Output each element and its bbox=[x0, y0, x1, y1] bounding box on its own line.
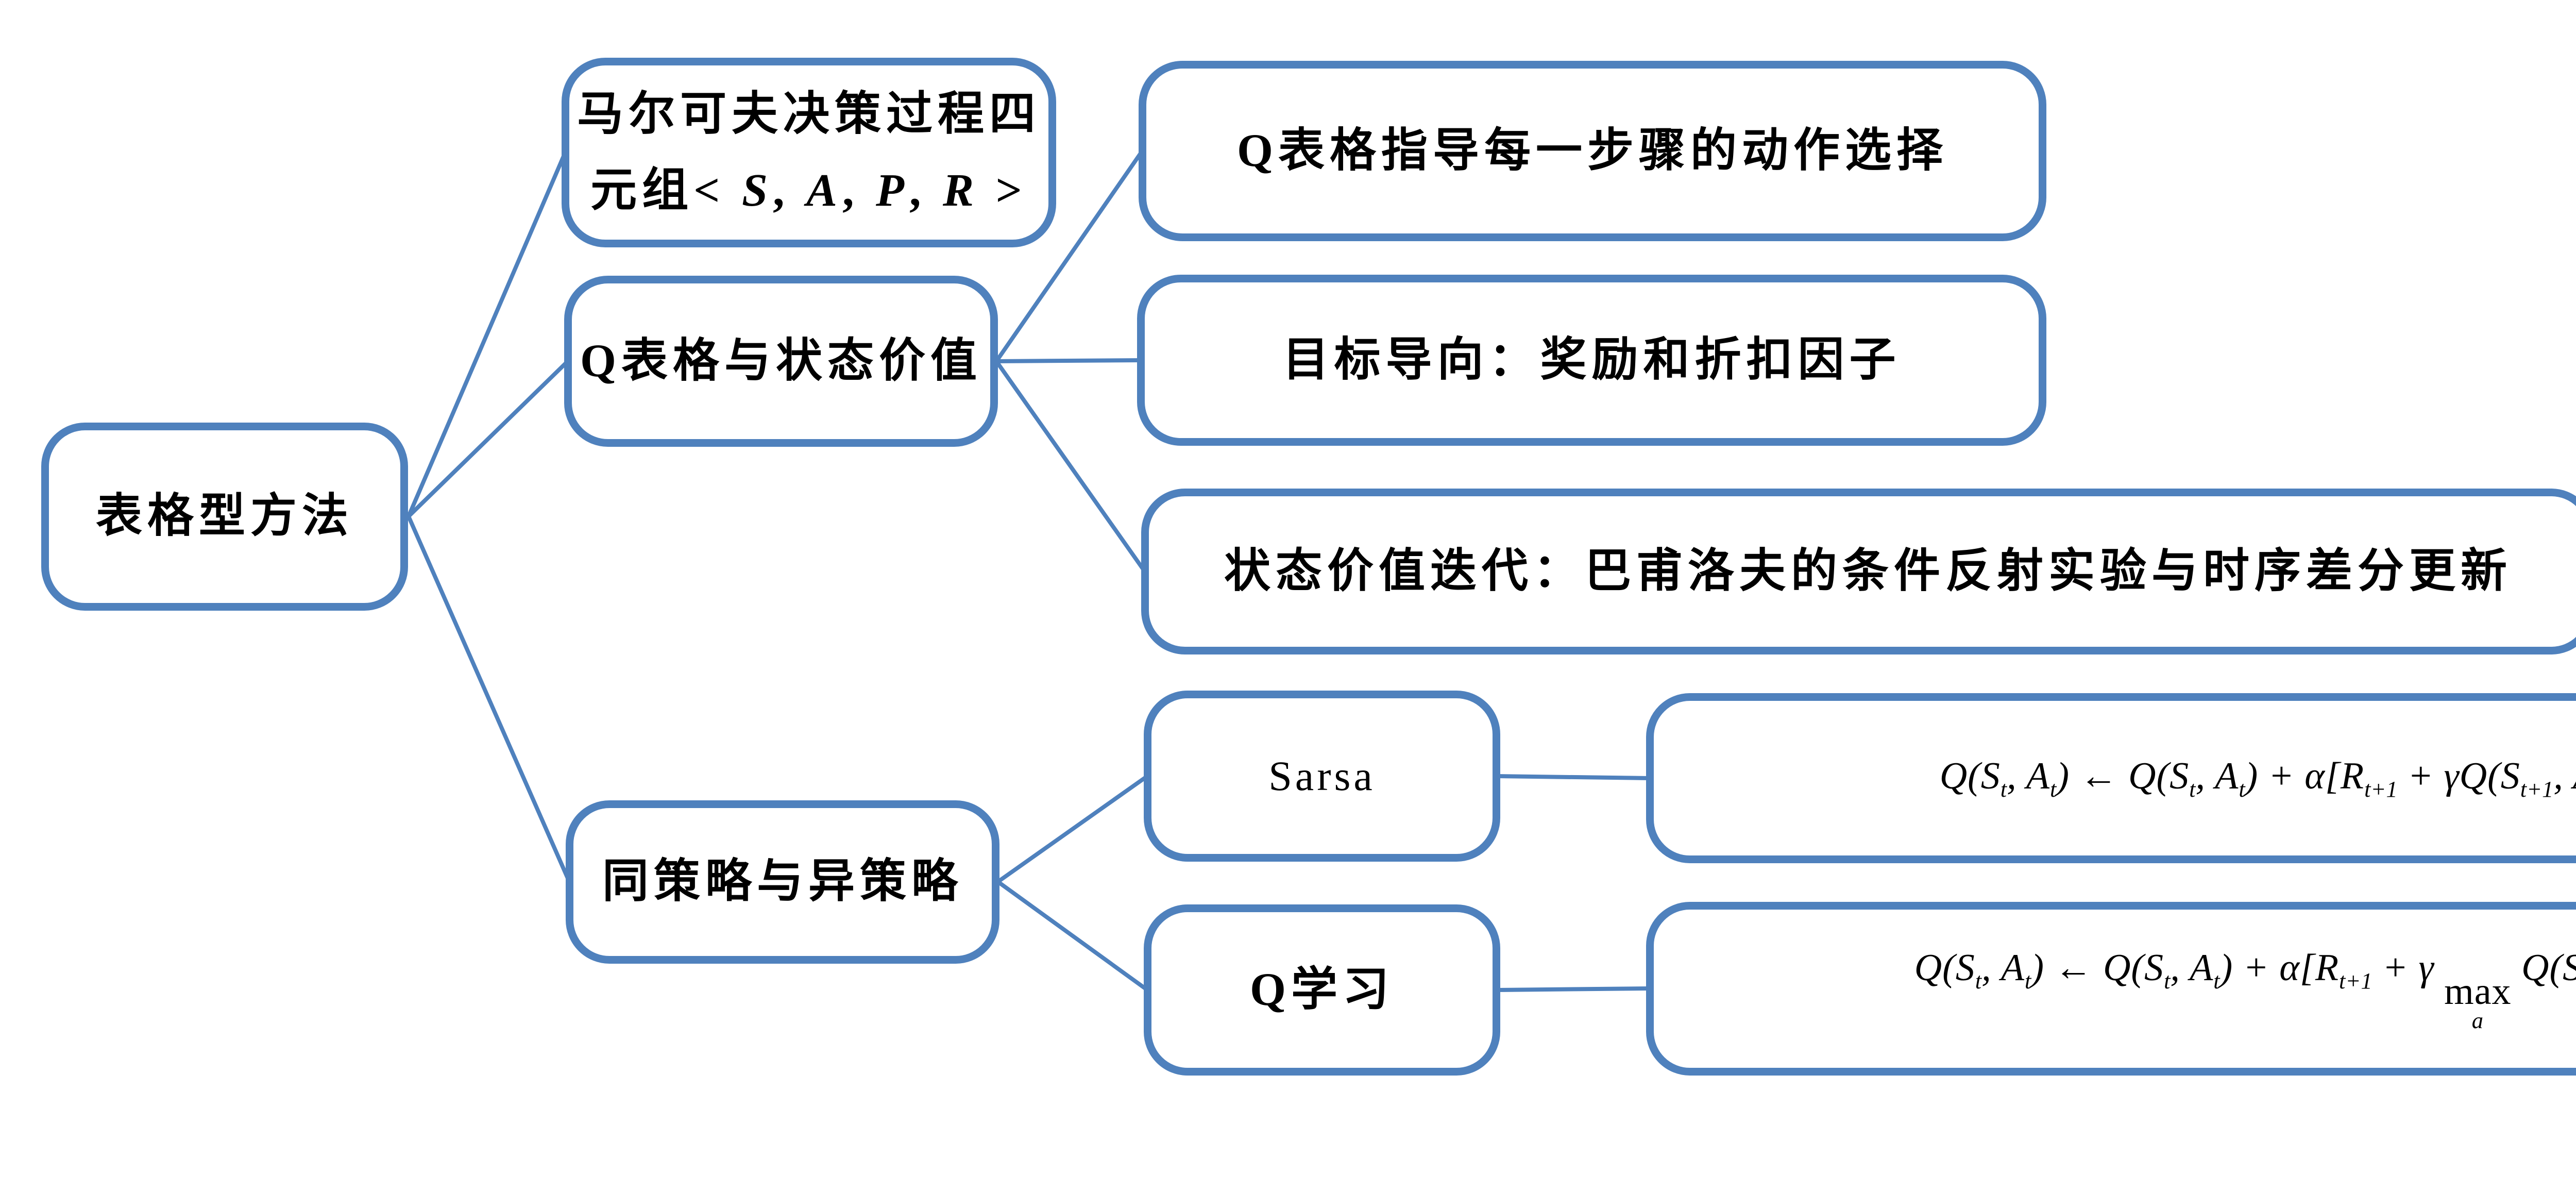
node-sarsa-label: Sarsa bbox=[1268, 752, 1376, 799]
node-q-table-state-value-label: Q表格与状态价值 bbox=[580, 335, 982, 387]
leaf-sarsa-update-formula: Q(St, At) ← Q(St, At) + α[Rt+1 + γQ(St+1… bbox=[1646, 693, 2576, 863]
connector-policy-sarsa bbox=[996, 774, 1149, 884]
leaf-q-table-guides-action-selection: Q表格指导每一步骤的动作选择 bbox=[1139, 61, 2046, 241]
connector-qtable-valueiter bbox=[994, 359, 1147, 574]
node-mdp-tuple-line1: 马尔可夫决策过程四 bbox=[577, 88, 1041, 140]
connector-qtable-qguide bbox=[994, 149, 1144, 363]
sarsa-formula-text: Q(St, At) ← Q(St, At) + α[Rt+1 + γQ(St+1… bbox=[1939, 754, 2576, 802]
node-on-policy-off-policy: 同策略与异策略 bbox=[566, 800, 999, 964]
root-node-label: 表格型方法 bbox=[96, 491, 353, 542]
root-node-tabular-methods: 表格型方法 bbox=[41, 423, 408, 611]
leaf-goal-oriented-reward-discount: 目标导向：奖励和折扣因子 bbox=[1137, 275, 2046, 446]
node-q-table-state-value: Q表格与状态价值 bbox=[564, 276, 998, 447]
connector-root-policy bbox=[406, 514, 571, 884]
leaf-state-value-iteration: 状态价值迭代：巴甫洛夫的条件反射实验与时序差分更新 bbox=[1141, 489, 2576, 654]
leaf-q-table-guides-action-selection-label: Q表格指导每一步骤的动作选择 bbox=[1236, 125, 1948, 176]
node-sarsa: Sarsa bbox=[1144, 691, 1500, 862]
node-q-learning: Q学习 bbox=[1144, 904, 1500, 1076]
connector-qtable-goal bbox=[994, 358, 1143, 363]
connector-qlearn-formula bbox=[1495, 986, 1652, 992]
leaf-state-value-iteration-label: 状态价值迭代：巴甫洛夫的条件反射实验与时序差分更新 bbox=[1224, 545, 2512, 597]
connector-policy-qlearn bbox=[996, 880, 1149, 992]
node-mdp-tuple-line2: 元组< S, A, P, R > bbox=[590, 165, 1027, 216]
leaf-goal-oriented-reward-discount-label: 目标导向：奖励和折扣因子 bbox=[1282, 334, 1901, 385]
node-mdp-tuple: 马尔可夫决策过程四 元组< S, A, P, R > bbox=[562, 58, 1056, 247]
node-q-learning-label: Q学习 bbox=[1249, 964, 1394, 1015]
connector-root-qtable bbox=[406, 359, 570, 518]
connector-root-mdp bbox=[406, 150, 567, 518]
node-on-policy-off-policy-label: 同策略与异策略 bbox=[602, 856, 963, 908]
connector-sarsa-formula bbox=[1495, 774, 1652, 780]
